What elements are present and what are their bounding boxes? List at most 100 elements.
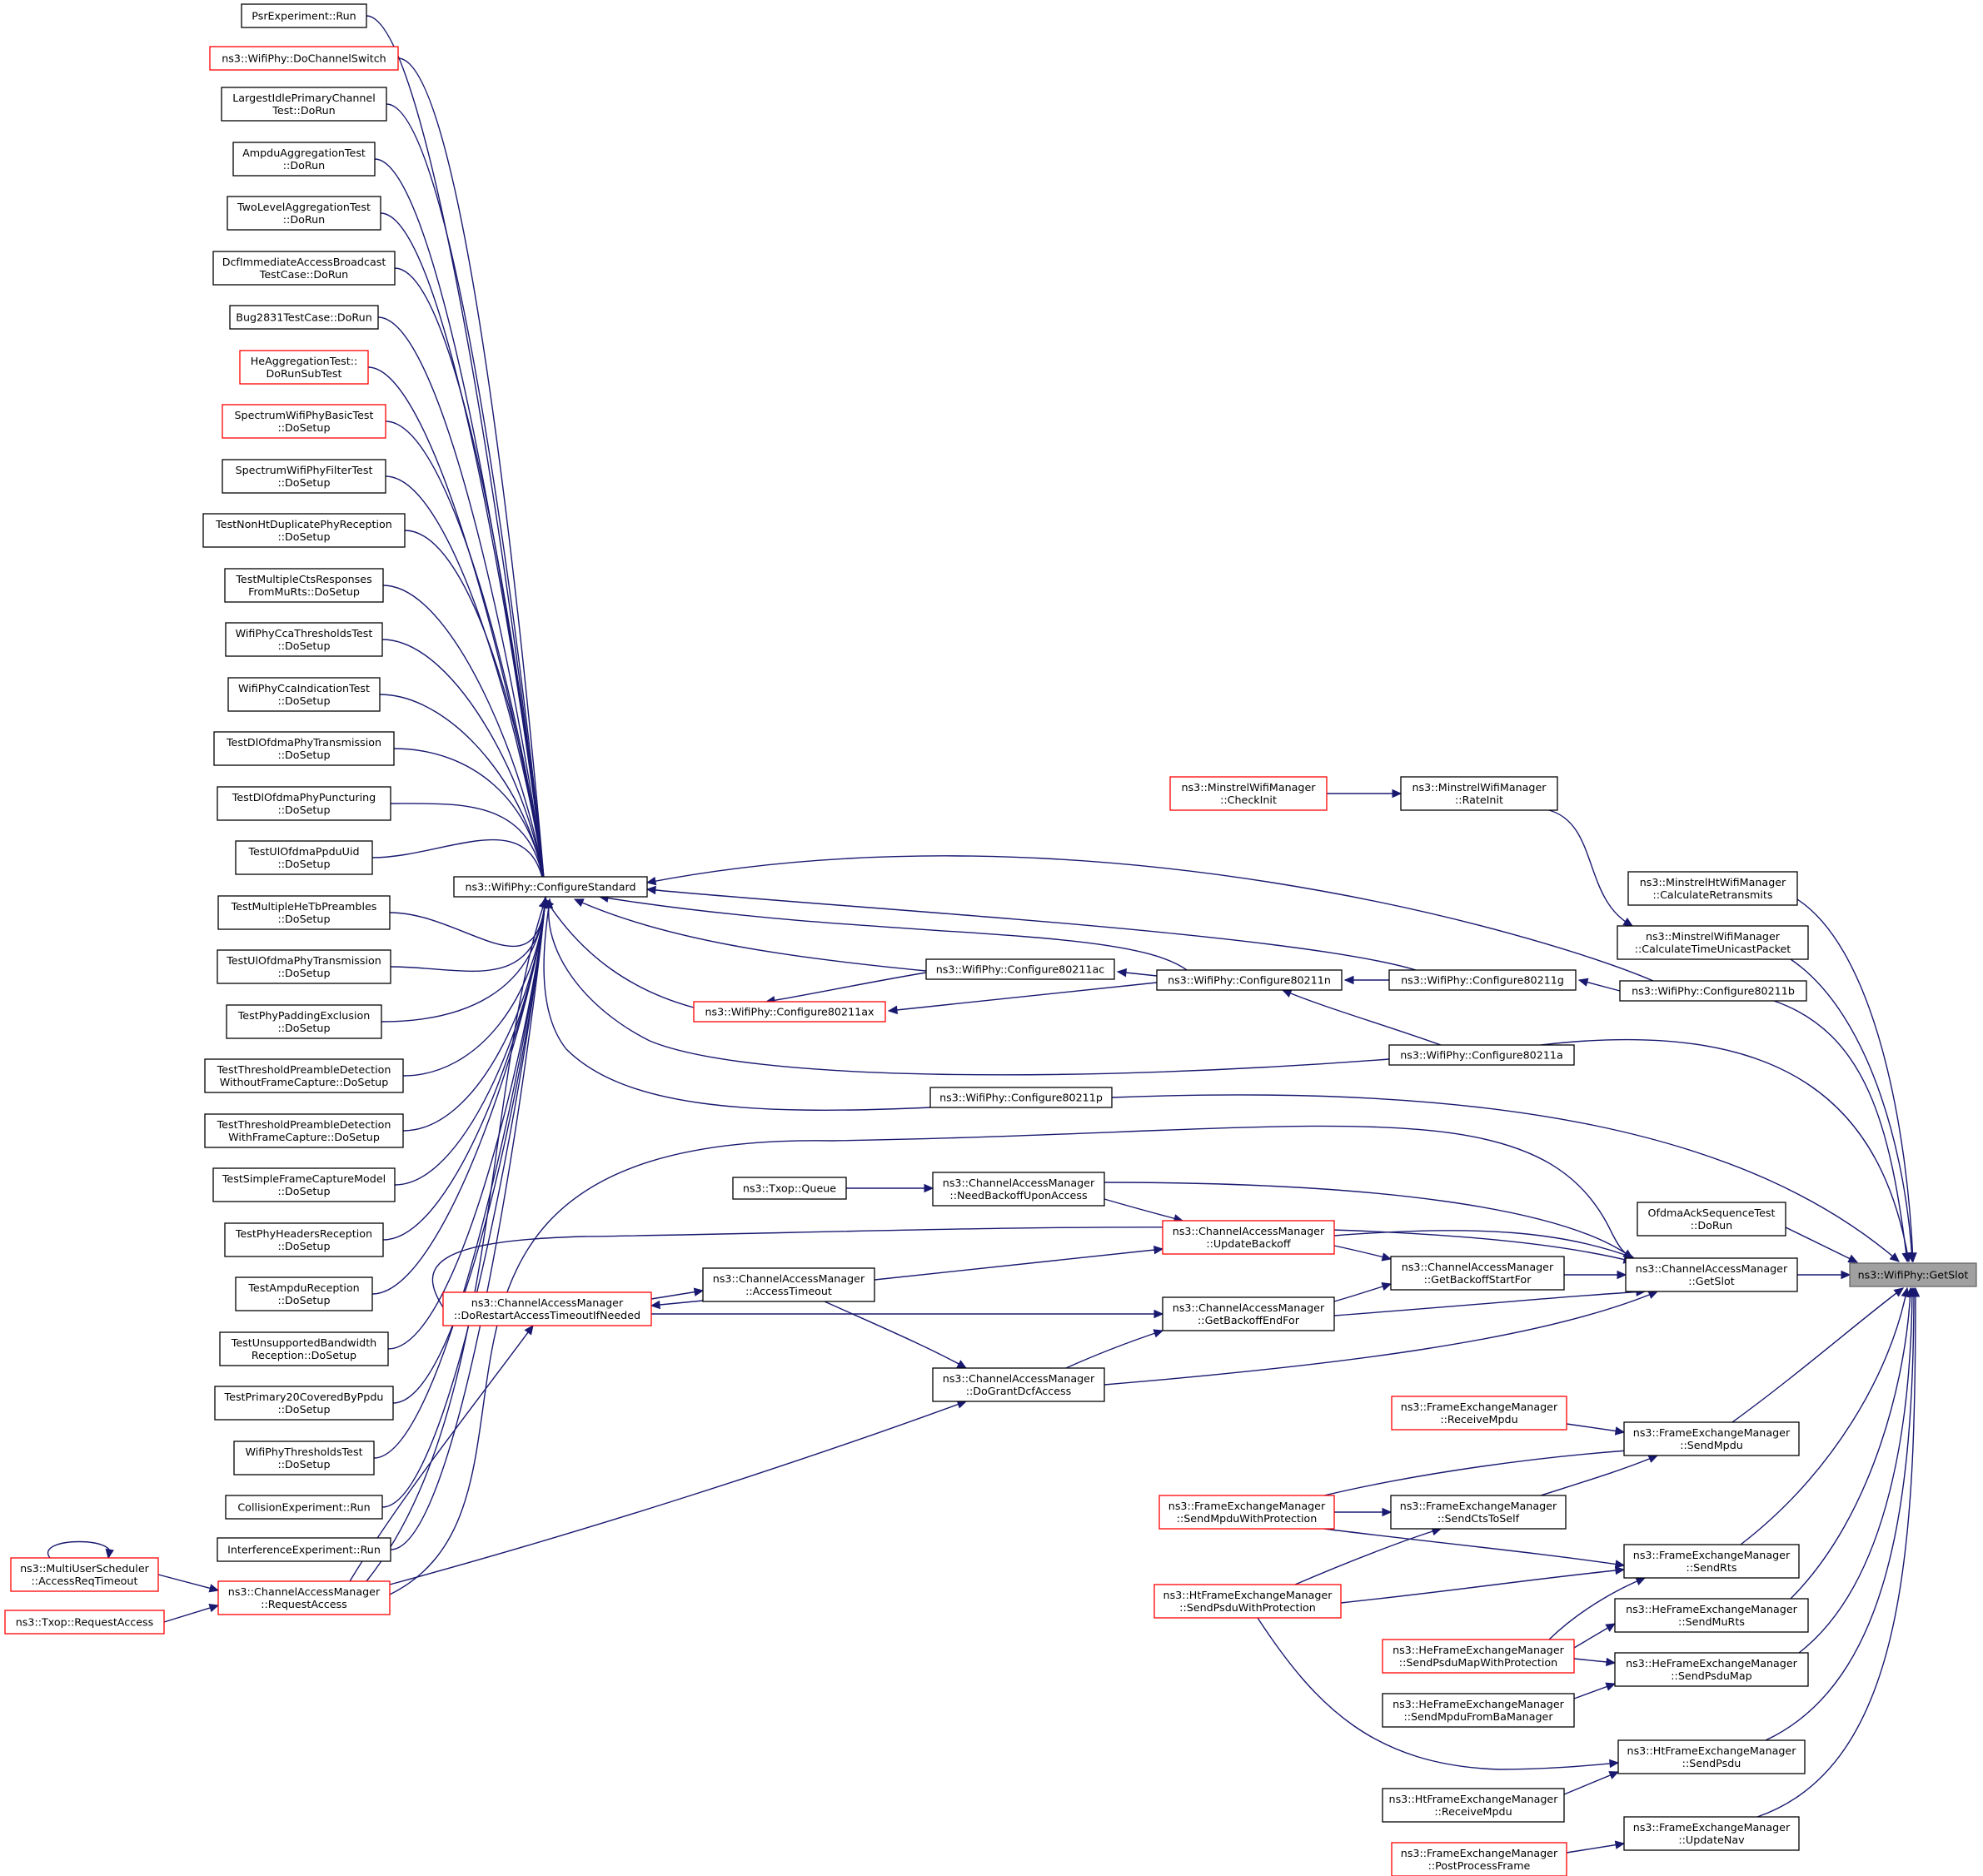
node-box	[217, 1580, 391, 1615]
node-box	[1390, 1256, 1565, 1291]
node-label: ::AccessTimeout	[745, 1285, 832, 1297]
call-edge	[1282, 989, 1442, 1046]
call-graph-node[interactable]: ns3::HtFrameExchangeManager::SendPsdu	[1617, 1739, 1806, 1774]
call-graph-node[interactable]: InterferenceExperiment::Run	[217, 1537, 391, 1562]
node-label: TwoLevelAggregationTest	[237, 201, 371, 213]
edge-arrowhead	[1608, 1771, 1620, 1779]
call-graph-node[interactable]: ns3::FrameExchangeManager::ReceiveMpdu	[1391, 1396, 1567, 1431]
node-label: ::DoSetup	[277, 913, 330, 925]
edge-arrowhead	[1606, 1657, 1617, 1667]
call-graph-node[interactable]: PsrExperiment::Run	[241, 3, 367, 28]
call-graph-node[interactable]: ns3::ChannelAccessManager::GetBackoffEnd…	[1162, 1296, 1335, 1331]
call-graph-node[interactable]: ns3::WifiPhy::ConfigureStandard	[453, 876, 648, 898]
node-box	[225, 622, 383, 657]
node-label: ns3::FrameExchangeManager	[1168, 1500, 1326, 1512]
call-graph-node[interactable]: ns3::WifiPhy::Configure80211p	[929, 1087, 1113, 1108]
call-edge	[404, 530, 546, 898]
node-label: ::DoRun	[283, 159, 325, 172]
call-graph-node[interactable]: TestDlOfdmaPhyTransmission::DoSetup	[213, 731, 395, 766]
call-graph-node[interactable]: TestThresholdPreambleDetectionWithoutFra…	[204, 1058, 404, 1093]
call-graph-node[interactable]: CollisionExperiment::Run	[225, 1495, 383, 1520]
edge-arrowhead	[1902, 1251, 1912, 1263]
call-graph-node[interactable]: WifiPhyThresholdsTest::DoSetup	[233, 1441, 375, 1475]
call-graph-node[interactable]: ns3::HeFrameExchangeManager::SendMpduFro…	[1382, 1693, 1575, 1728]
node-box	[233, 1441, 375, 1475]
call-graph-node[interactable]: OfdmaAckSequenceTest::DoRun	[1637, 1202, 1786, 1237]
call-graph-node[interactable]: ns3::ChannelAccessManager::AccessTimeout	[702, 1267, 875, 1302]
call-graph-node[interactable]: WifiPhyCcaIndicationTest::DoSetup	[227, 677, 381, 712]
call-graph-node[interactable]: ns3::WifiPhy::DoChannelSwitch	[209, 46, 399, 71]
call-graph-node[interactable]: TwoLevelAggregationTest::DoRun	[227, 196, 381, 231]
call-graph-node[interactable]: ns3::Txop::Queue	[732, 1177, 847, 1200]
call-edge	[646, 855, 1654, 982]
call-graph-node[interactable]: ns3::FrameExchangeManager::SendCtsToSelf	[1390, 1495, 1567, 1530]
call-graph-node[interactable]: ns3::ChannelAccessManager::NeedBackoffUp…	[932, 1172, 1105, 1207]
call-graph-node[interactable]: ns3::FrameExchangeManager::UpdateNav	[1623, 1816, 1800, 1851]
call-graph-node[interactable]: ns3::MinstrelWifiManager::CalculateTimeU…	[1617, 925, 1809, 960]
call-graph-node[interactable]: ns3::HeFrameExchangeManager::SendMuRts	[1614, 1598, 1809, 1633]
call-edge	[389, 1401, 967, 1585]
call-graph-node[interactable]: TestPhyPaddingExclusion::DoSetup	[226, 1004, 382, 1039]
node-label: ::PostProcessFrame	[1428, 1859, 1531, 1872]
node-label: ns3::WifiPhy::Configure80211ax	[705, 1006, 874, 1018]
node-label: TestUlOfdmaPhyTransmission	[226, 954, 381, 967]
call-graph-node[interactable]: TestMultipleHeTbPreambles::DoSetup	[217, 895, 391, 930]
node-label: ns3::ChannelAccessManager	[943, 1372, 1095, 1385]
call-graph-node[interactable]: ns3::WifiPhy::Configure80211a	[1388, 1044, 1575, 1066]
call-graph-node[interactable]: TestAmpduReception::DoSetup	[235, 1276, 373, 1311]
call-graph-node[interactable]: ns3::ChannelAccessManager::DoGrantDcfAcc…	[932, 1367, 1105, 1402]
call-graph-node[interactable]: ns3::Txop::RequestAccess	[4, 1610, 165, 1635]
call-graph-node[interactable]: ns3::ChannelAccessManager::RequestAccess	[217, 1580, 391, 1615]
call-graph-node[interactable]: ns3::ChannelAccessManager::GetSlot	[1625, 1257, 1798, 1292]
call-graph-node[interactable]: AmpduAggregationTest::DoRun	[232, 142, 376, 177]
node-box	[221, 87, 387, 122]
call-graph-node[interactable]: TestUlOfdmaPpduUid::DoSetup	[235, 840, 373, 875]
edge-arrowhead	[645, 885, 656, 895]
call-graph-node[interactable]: ns3::FrameExchangeManager::PostProcessFr…	[1391, 1842, 1567, 1876]
call-graph-node[interactable]: Bug2831TestCase::DoRun	[229, 305, 379, 330]
call-graph-node[interactable]: ns3::HtFrameExchangeManager::ReceiveMpdu	[1382, 1788, 1565, 1823]
call-graph-node[interactable]: ns3::FrameExchangeManager::SendRts	[1623, 1544, 1800, 1579]
call-graph-node[interactable]: ns3::HtFrameExchangeManager::SendPsduWit…	[1153, 1584, 1342, 1619]
call-graph-node[interactable]: SpectrumWifiPhyBasicTest::DoSetup	[222, 404, 386, 439]
call-graph-node[interactable]: ns3::FrameExchangeManager::SendMpduWithP…	[1158, 1495, 1335, 1530]
call-graph-node[interactable]: ns3::WifiPhy::Configure80211ac	[925, 958, 1115, 980]
call-graph-node[interactable]: ns3::ChannelAccessManager::DoRestartAcce…	[442, 1291, 652, 1326]
call-graph-node[interactable]: TestPhyHeadersReception::DoSetup	[224, 1222, 384, 1257]
root-node[interactable]: ns3::WifiPhy::GetSlot	[1849, 1262, 1977, 1287]
call-graph-node[interactable]: ns3::MinstrelHtWifiManager::CalculateRet…	[1627, 871, 1798, 906]
call-graph-node[interactable]: ns3::ChannelAccessManager::UpdateBackoff	[1162, 1220, 1335, 1255]
call-graph-node[interactable]: ns3::MinstrelWifiManager::RateInit	[1400, 776, 1558, 811]
call-graph-node[interactable]: ns3::MinstrelWifiManager::CheckInit	[1169, 776, 1328, 811]
call-edge	[402, 897, 546, 1077]
call-graph-node[interactable]: ns3::WifiPhy::Configure80211n	[1156, 969, 1343, 991]
call-graph-node[interactable]: TestThresholdPreambleDetectionWithFrameC…	[204, 1113, 404, 1148]
call-graph-node[interactable]: TestPrimary20CoveredByPpdu::DoSetup	[214, 1386, 394, 1421]
call-graph-node[interactable]: TestUnsupportedBandwidthReception::DoSet…	[219, 1331, 389, 1366]
call-graph-node[interactable]: TestUlOfdmaPhyTransmission::DoSetup	[217, 949, 391, 984]
call-graph-node[interactable]: ns3::ChannelAccessManager::GetBackoffSta…	[1390, 1256, 1565, 1291]
call-graph-node[interactable]: ns3::WifiPhy::Configure80211ax	[693, 1001, 886, 1023]
call-edge	[824, 1301, 967, 1369]
call-graph-node[interactable]: TestNonHtDuplicatePhyReception::DoSetup	[202, 513, 406, 548]
call-graph-node[interactable]: HeAggregationTest::DoRunSubTest	[239, 350, 369, 385]
node-box	[1617, 925, 1809, 960]
node-label: WifiPhyCcaThresholdsTest	[236, 627, 373, 639]
call-graph-node[interactable]: TestMultipleCtsResponsesFromMuRts::DoSet…	[224, 568, 384, 603]
call-graph-node[interactable]: TestSimpleFrameCaptureModel::DoSetup	[212, 1167, 396, 1202]
call-graph-node[interactable]: ns3::FrameExchangeManager::SendMpdu	[1623, 1421, 1800, 1456]
call-graph-node[interactable]: SpectrumWifiPhyFilterTest::DoSetup	[222, 459, 386, 494]
call-graph-node[interactable]: TestDlOfdmaPhyPuncturing::DoSetup	[217, 786, 391, 821]
call-graph-node[interactable]: ns3::HeFrameExchangeManager::SendPsduMap…	[1382, 1639, 1575, 1674]
call-edge	[1540, 1038, 1910, 1262]
call-graph-node[interactable]: DcfImmediateAccessBroadcastTestCase::DoR…	[212, 251, 396, 286]
node-label: ns3::FrameExchangeManager	[1633, 1821, 1791, 1834]
call-graph-node[interactable]: ns3::HeFrameExchangeManager::SendPsduMap	[1614, 1652, 1809, 1687]
call-graph-node[interactable]: ns3::MultiUserScheduler::AccessReqTimeou…	[10, 1557, 159, 1592]
call-edge	[371, 838, 546, 898]
node-label: InterferenceExperiment::Run	[227, 1544, 381, 1556]
call-graph-node[interactable]: WifiPhyCcaThresholdsTest::DoSetup	[225, 622, 383, 657]
call-graph-node[interactable]: ns3::WifiPhy::Configure80211b	[1619, 980, 1807, 1002]
call-graph-node[interactable]: ns3::WifiPhy::Configure80211g	[1388, 969, 1577, 991]
